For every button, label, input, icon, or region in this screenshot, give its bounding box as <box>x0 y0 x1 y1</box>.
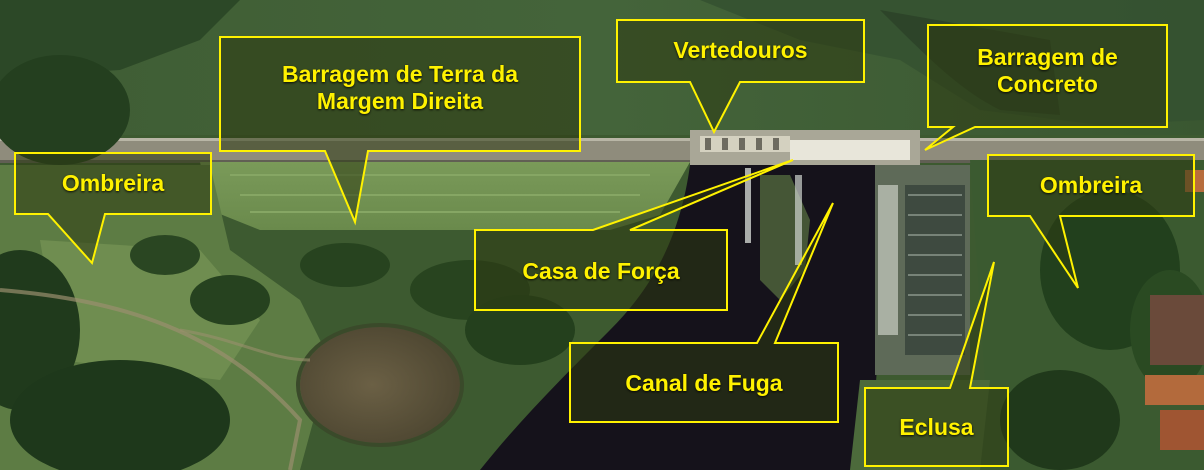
callout-frame-vertedouros <box>616 19 865 135</box>
callout-frame-ombreira-esquerda <box>14 152 212 266</box>
callout-frame-casa-de-forca <box>474 159 794 311</box>
callout-frame-barragem-terra <box>219 36 581 226</box>
callout-frame-eclusa <box>864 261 1009 467</box>
callout-frame-ombreira-direita <box>987 154 1195 289</box>
callout-frame-canal-de-fuga <box>569 202 839 423</box>
callout-frame-barragem-concreto <box>924 24 1168 151</box>
